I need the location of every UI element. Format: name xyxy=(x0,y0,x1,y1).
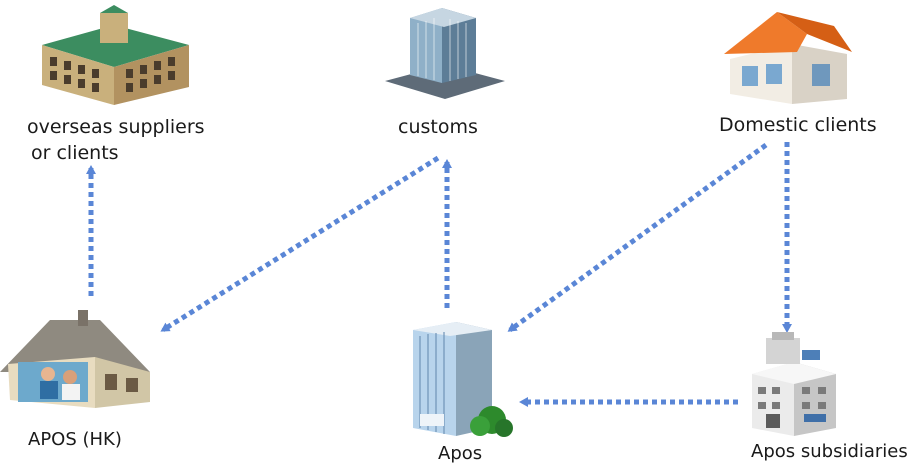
customs-label: customs xyxy=(398,116,478,138)
industrial-building-icon xyxy=(752,332,836,436)
house-icon xyxy=(724,12,852,104)
office-tower-icon xyxy=(385,8,505,99)
overseas-label: overseas suppliers or clients xyxy=(27,115,205,166)
overseas-label-line1: overseas suppliers xyxy=(27,116,205,138)
skyscraper-icon xyxy=(413,322,513,437)
apos-label: Apos xyxy=(438,443,483,464)
overseas-label-line2: or clients xyxy=(31,141,119,164)
historic-building-icon xyxy=(42,5,189,105)
apos-subsidiaries-label: Apos subsidiaries xyxy=(751,441,908,462)
home-office-icon xyxy=(0,310,150,408)
apos-hk-label: APOS (HK) xyxy=(28,429,122,450)
domestic-clients-label: Domestic clients xyxy=(719,114,877,136)
arrow-customs-to-apos-hk xyxy=(160,155,440,333)
arrow-domestic-to-apos xyxy=(507,142,768,333)
